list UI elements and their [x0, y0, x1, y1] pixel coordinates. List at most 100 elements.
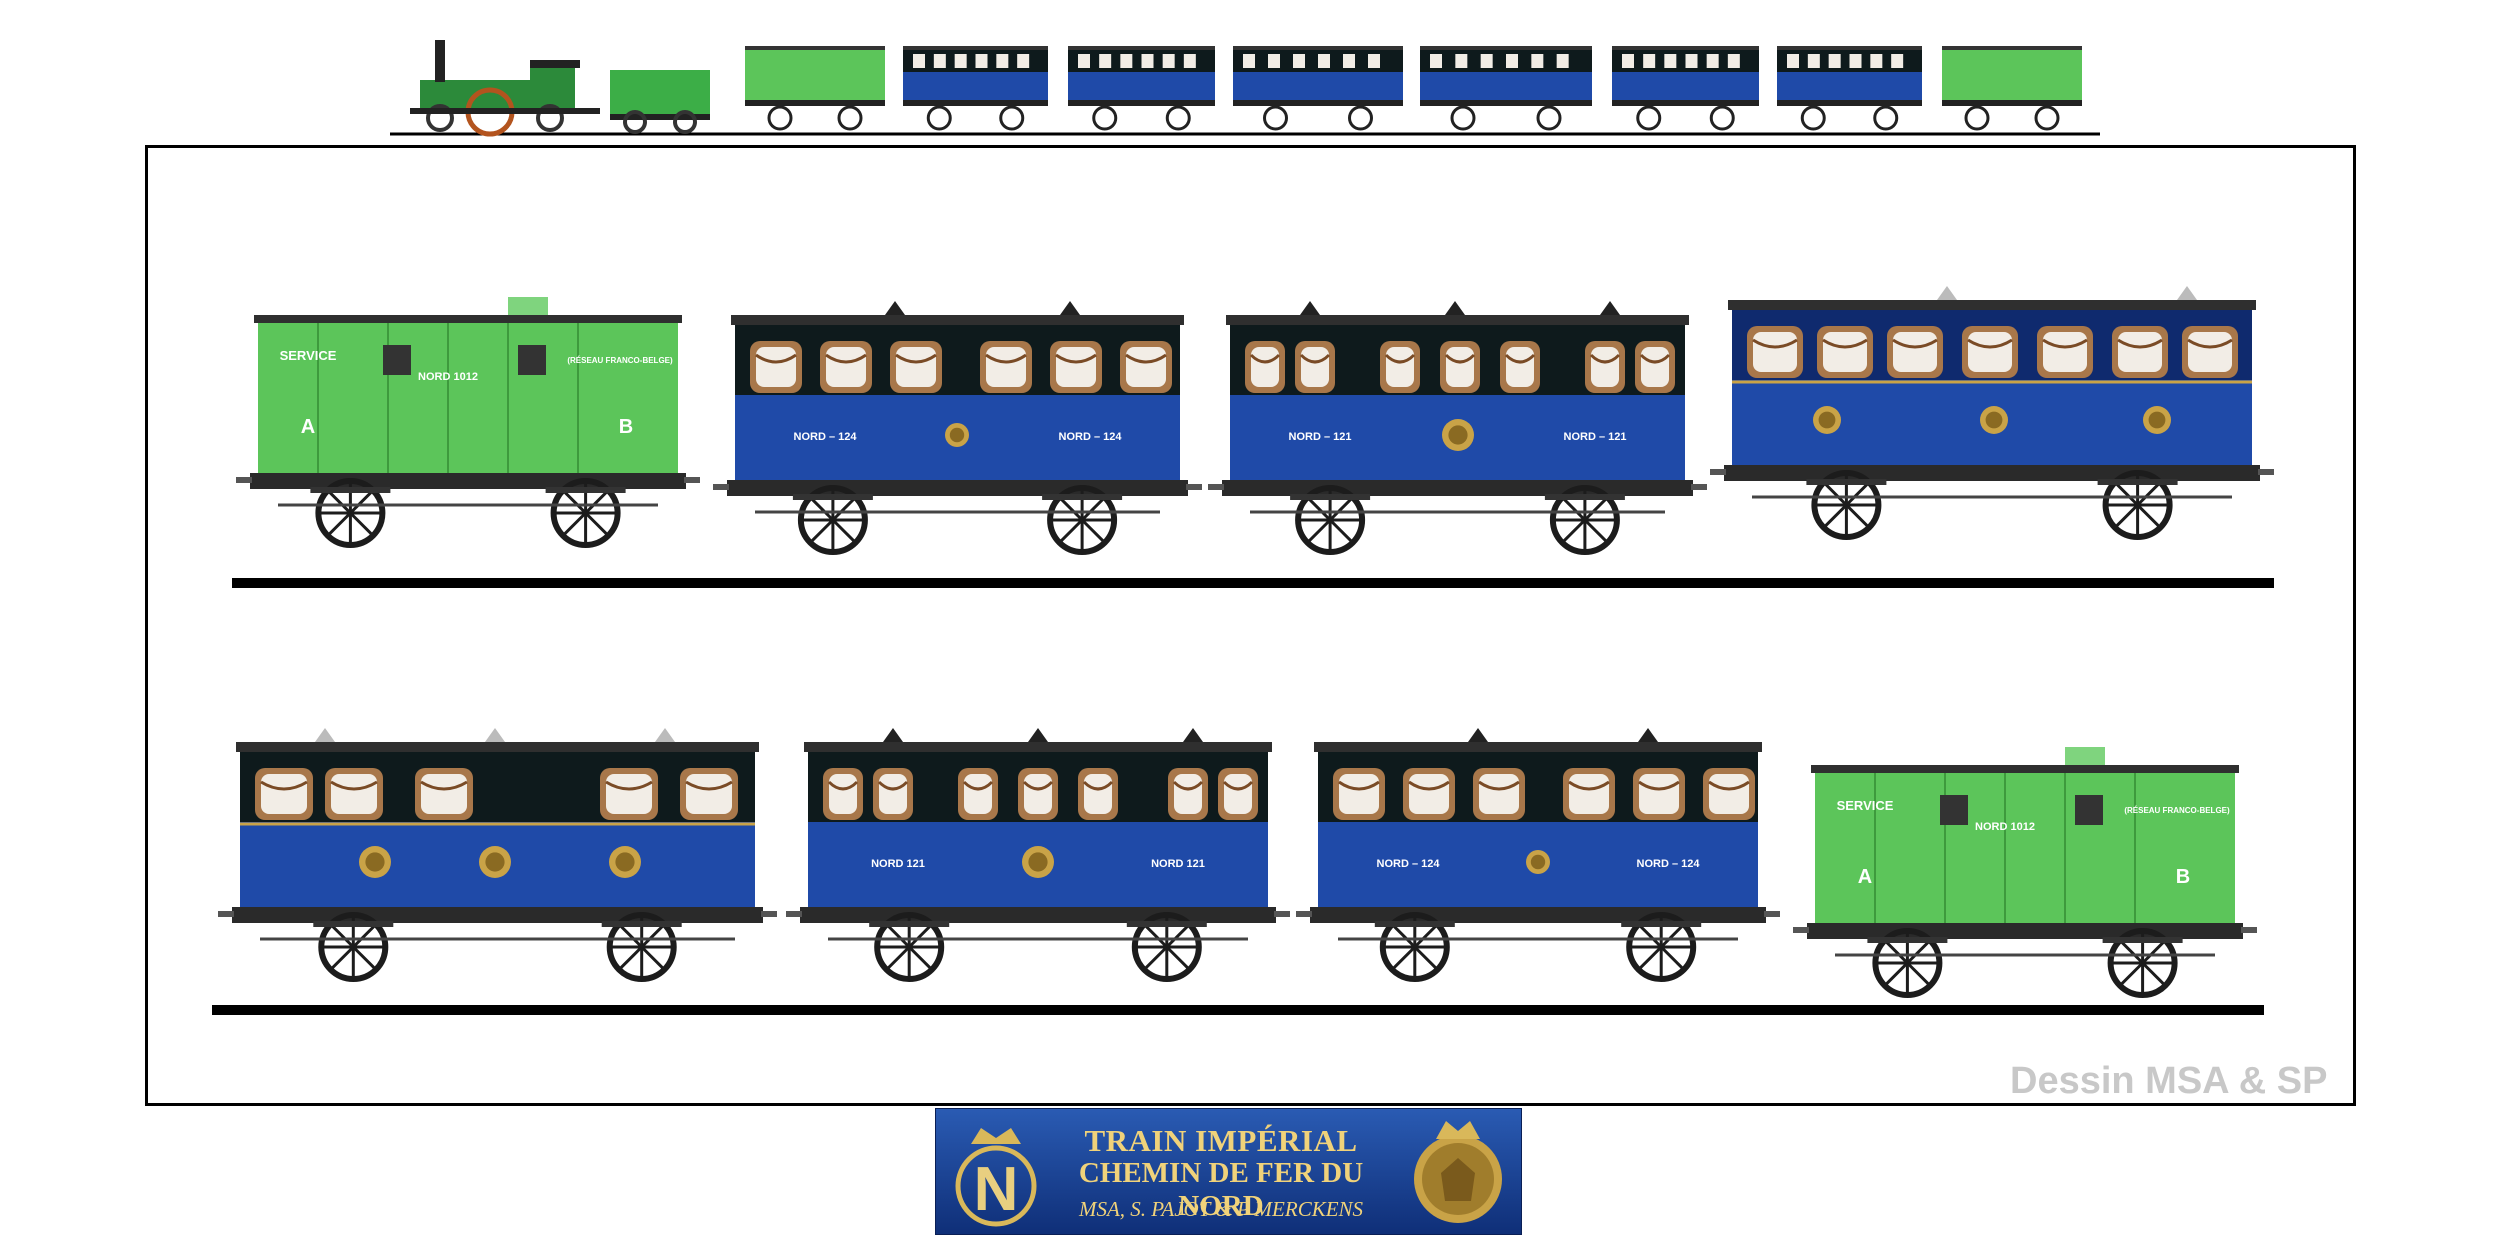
overview-window [1891, 54, 1904, 68]
overview-window [1430, 54, 1442, 68]
overview-roof [1233, 46, 1403, 50]
overview-wheel [1263, 105, 1288, 131]
window-curtain [1641, 347, 1669, 387]
overview-window [1531, 54, 1544, 68]
overview-roof [1420, 46, 1592, 50]
window-small [1940, 795, 1968, 825]
overview-window [1455, 54, 1468, 68]
window-curtain [1301, 347, 1329, 387]
curtain-drape [2187, 338, 2233, 349]
curtain-drape [260, 780, 308, 791]
window-curtain [964, 774, 992, 814]
roof [254, 315, 682, 323]
window-curtain [879, 774, 907, 814]
wheel-spoke [352, 924, 376, 949]
overview-wheel [1873, 105, 1899, 131]
banner-title-line2: CHEMIN DE FER DU NORD [1078, 1157, 1364, 1222]
roof [1728, 300, 2256, 310]
wheel-spoke [1845, 503, 1869, 528]
overview-window [1643, 54, 1656, 68]
roof-lamp [655, 728, 675, 742]
roof-lamp [1060, 301, 1080, 315]
overview-window [1828, 54, 1841, 68]
window-curtain [1056, 347, 1096, 387]
credit-text: Dessin MSA & SP [2010, 1060, 2328, 1102]
rail-row-2 [212, 1005, 2264, 1015]
crest-inner [949, 427, 965, 443]
wheel-spoke [831, 497, 856, 522]
overview-window [954, 54, 967, 68]
wheel-spoke [831, 518, 856, 543]
window-curtain [826, 347, 866, 387]
buffer-right [1186, 484, 1202, 490]
wheel [1811, 470, 1882, 540]
window-curtain [606, 774, 652, 814]
buffer-right [761, 911, 777, 917]
roof [804, 742, 1272, 752]
wheel-spoke [619, 945, 643, 970]
class-b-label: B [619, 416, 633, 438]
overview-roof [1068, 46, 1215, 50]
wheel-spoke [2141, 940, 2165, 965]
wheel [1131, 912, 1202, 982]
curtain-drape [420, 780, 468, 791]
coach-number-left: NORD – 121 [1289, 431, 1352, 443]
wheel-spoke [810, 518, 834, 543]
overview-car-4 [1233, 46, 1403, 131]
roof-lamp [485, 728, 505, 742]
wheel-spoke [1906, 940, 1930, 965]
buffer-left [713, 484, 729, 490]
axle-box [2097, 479, 2178, 485]
axle-box [1621, 921, 1702, 927]
overview-car-7 [1777, 46, 1922, 131]
van-number: NORD 1012 [418, 371, 478, 383]
roof [1811, 765, 2239, 773]
curtain-drape [1299, 353, 1331, 364]
curtain-drape [1708, 780, 1750, 791]
underframe [800, 907, 1276, 923]
wheel-spoke [1906, 961, 1930, 986]
wheel-spoke [1144, 924, 1168, 949]
overview-wheel [1165, 105, 1191, 131]
overview-window [975, 54, 988, 68]
overview-window [1556, 54, 1569, 68]
overview-window [1162, 54, 1175, 68]
wheel-spoke [349, 511, 373, 536]
overview-wheel [1964, 105, 1990, 131]
buffer-left [786, 911, 802, 917]
service-label: SERVICE [280, 348, 337, 363]
wheel [606, 912, 677, 982]
overview-lower [1068, 72, 1215, 100]
window-curtain [1251, 347, 1279, 387]
monogram-n-icon: N [955, 1128, 1037, 1227]
overview-window [1078, 54, 1090, 68]
window-curtain [1126, 347, 1166, 387]
underframe [250, 473, 686, 489]
wheel-spoke [640, 945, 664, 970]
curtain-drape [1568, 780, 1610, 791]
wagon-salon-top: NORD [1710, 286, 2274, 540]
coach-upper [735, 325, 1180, 395]
roof [1226, 315, 1689, 325]
roof-lookout [2065, 747, 2105, 769]
coach-number-left: NORD 121 [871, 858, 925, 870]
underframe [1222, 480, 1693, 496]
roof [731, 315, 1184, 325]
window-curtain [1174, 774, 1202, 814]
curtain-drape [1967, 338, 2013, 349]
overview-window [1099, 54, 1112, 68]
overview-roof [903, 46, 1048, 50]
overview-train-strip [390, 40, 2100, 137]
window-curtain [1024, 774, 1052, 814]
window-curtain [331, 774, 377, 814]
overview-car-row [0, 0, 2500, 150]
wheel-spoke [1824, 482, 1848, 507]
overview-lower [1420, 72, 1592, 100]
axle-box [601, 921, 682, 927]
roof-lookout [508, 297, 548, 319]
window-small [518, 345, 546, 375]
buffer-left [236, 477, 252, 483]
